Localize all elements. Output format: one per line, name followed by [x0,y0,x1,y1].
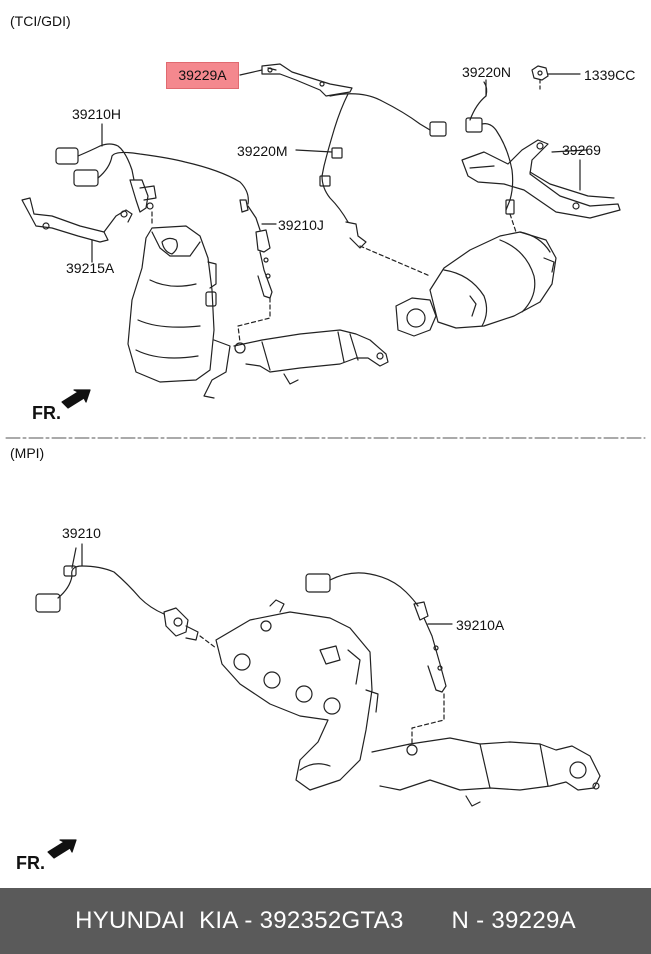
dash-link-4 [509,213,517,233]
part-label-39220n[interactable]: 39220N [462,64,512,80]
part-label-39210j[interactable]: 39210J [278,217,324,233]
part-label-39210[interactable]: 39210 [62,525,101,541]
part-label-39210a[interactable]: 39210A [456,617,505,633]
front-marker-bottom: FR. [16,853,45,873]
oxygen-sensor-39220n [465,81,515,215]
oxygen-sensor-39210 [35,547,199,641]
part-label-39210h[interactable]: 39210H [72,106,122,122]
leader-39269-a [551,149,587,153]
dash-link-2 [237,297,271,343]
oxygen-sensor-39210h [55,143,249,213]
bracket-39215a [21,197,133,243]
exhaust-manifold-mpi [215,599,379,791]
footer-brand-code: HYUNDAI KIA - 392352GTA3 [75,907,404,934]
part-label-39215a[interactable]: 39215A [66,260,115,276]
front-arrow-icon-bottom [47,839,77,859]
leader-39220m [295,149,333,153]
front-pipe-tci [233,329,389,385]
front-arrow-icon-top [61,389,91,409]
front-pipe-mpi [371,737,601,807]
dash-link-5 [199,635,217,649]
part-label-39220m[interactable]: 39220M [237,143,288,159]
oxygen-sensor-39210a [305,572,447,693]
section-header-tci-gdi: (TCI/GDI) [10,13,71,29]
footer-part-number: N - 39229A [451,907,576,934]
part-label-39269[interactable]: 39269 [562,142,601,158]
section-header-mpi: (MPI) [10,445,45,461]
bracket-39269 [461,139,621,219]
part-label-1339cc[interactable]: 1339CC [584,67,636,83]
highlighted-part-label[interactable]: 39229A [166,62,239,89]
catalytic-converter-right [395,231,557,337]
nut-1339cc [531,65,549,91]
oxygen-sensor-39220m [319,93,447,249]
exhaust-diagram [5,63,646,859]
footer-bar: HYUNDAI KIA - 392352GTA3 N - 39229A [0,888,651,954]
front-marker-top: FR. [32,403,61,423]
leader-39229a [239,69,263,76]
dash-link-3 [359,245,431,277]
dash-link-6 [411,693,445,745]
oxygen-sensor-39210j [239,199,273,299]
catalytic-converter-tci [127,225,231,399]
bracket-39229a [261,63,353,97]
